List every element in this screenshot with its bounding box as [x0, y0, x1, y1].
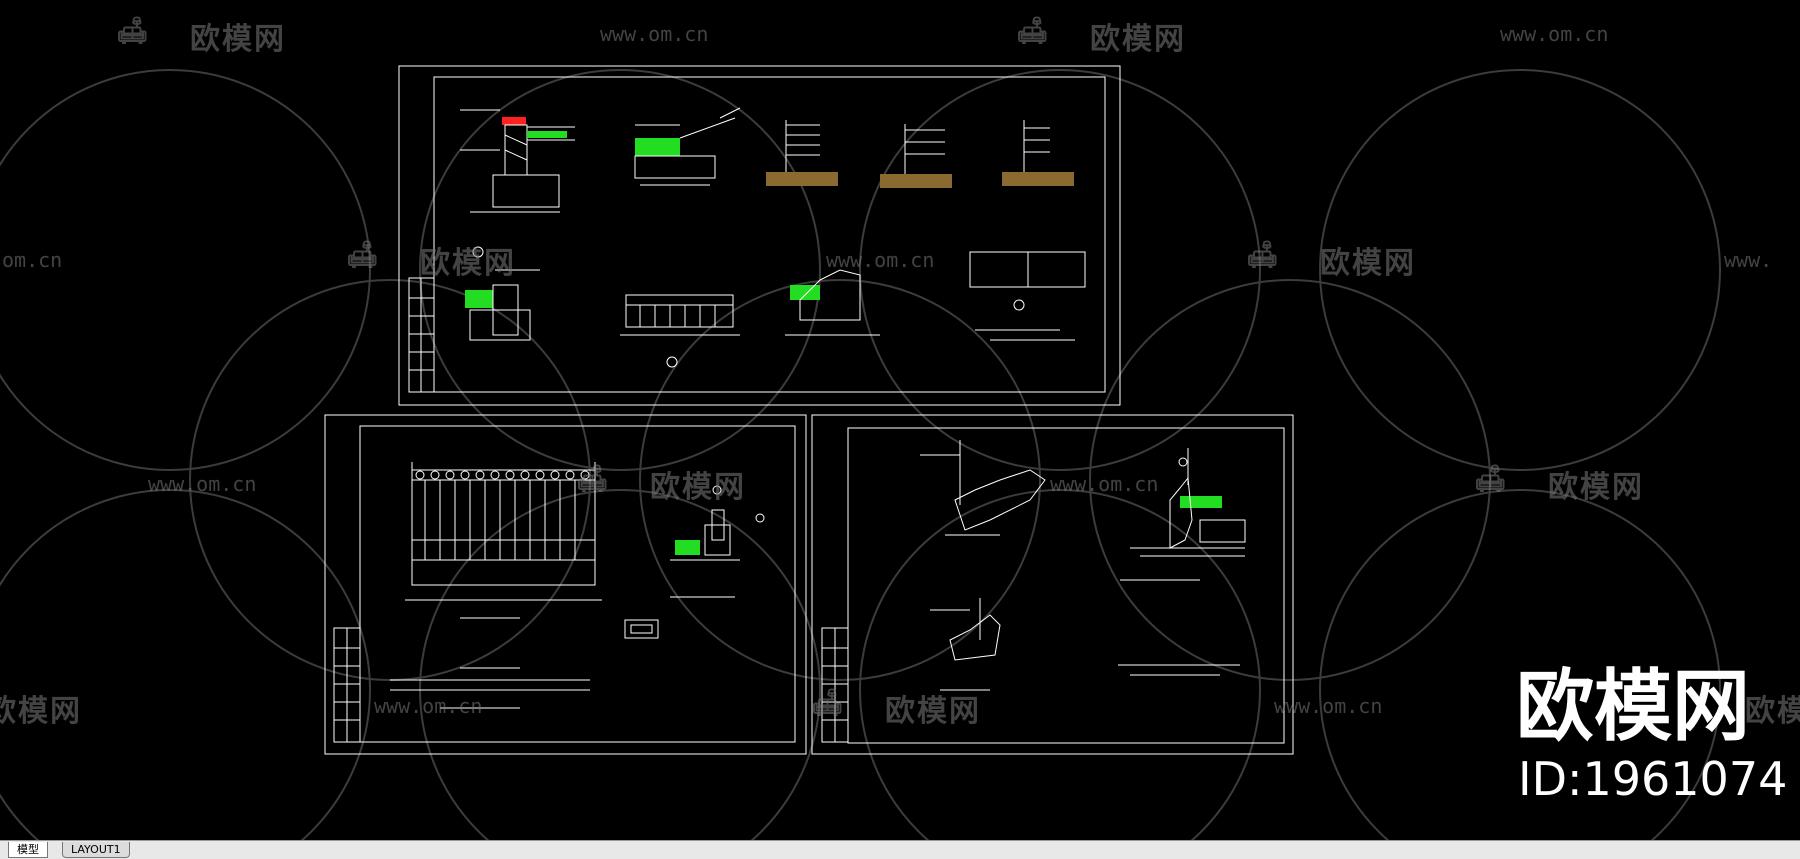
- sofa-logo-icon: 🛋: [811, 688, 847, 718]
- cad-model-space[interactable]: 欧模网 欧模网 欧模网 欧模网 欧模网 欧模网 欧模网 欧模网 欧模网 🛋 🛋 …: [0, 0, 1800, 840]
- fence-plan-detail: [390, 667, 590, 709]
- sofa-logo-icon: 🛋: [346, 240, 382, 270]
- watermark-brand: 欧模网: [650, 470, 746, 505]
- watermark-brand: 欧模网: [1320, 246, 1416, 281]
- drawing-sheet-2[interactable]: [324, 414, 807, 755]
- drawing-sheet-1[interactable]: [398, 65, 1121, 406]
- watermark-brand: 欧模网: [1090, 22, 1186, 57]
- watermark-circles: [0, 69, 1721, 840]
- drawing-sheet-3[interactable]: [811, 414, 1294, 755]
- slope-protection-details: [920, 440, 1046, 691]
- watermark-brand: 欧模网: [420, 246, 516, 281]
- fence-elevation-small: [620, 294, 740, 368]
- sofa-logo-icon: 🛋: [1246, 240, 1282, 270]
- watermark-url: www.om.cn: [826, 248, 935, 272]
- watermark-url: www.om.cn: [1274, 694, 1383, 718]
- sofa-logo-icon: 🛋: [1016, 16, 1052, 46]
- watermark-url: www.om.cn: [600, 22, 709, 46]
- watermark-url: www.: [1724, 248, 1773, 272]
- wall-with-planting-detail: [1118, 448, 1246, 676]
- drawing-canvas: [0, 65, 1721, 840]
- paving-layer-details: [766, 120, 1074, 188]
- watermark-url: www.om.cn: [148, 472, 257, 496]
- slope-section-detail: [634, 107, 741, 186]
- sofa-logo-icon: 🛋: [576, 464, 612, 494]
- watermark-brand: 欧模网: [1548, 470, 1644, 505]
- watermark-brand: 欧模网: [885, 694, 981, 729]
- watermark-brand: 欧模网: [0, 694, 82, 729]
- retaining-wall-detail: [465, 246, 1086, 341]
- watermark-url: www.om.cn: [1050, 472, 1159, 496]
- layout-tab-bar: 模型 LAYOUT1: [0, 840, 1800, 859]
- watermark-url: www.om.cn: [1500, 22, 1609, 46]
- watermark-brand: 欧模网: [190, 22, 286, 57]
- tab-model[interactable]: 模型: [8, 842, 48, 858]
- tab-layout1[interactable]: LAYOUT1: [62, 842, 130, 858]
- watermark-brand: 欧模网: [1745, 694, 1800, 729]
- sofa-logo-icon: 🛋: [1474, 464, 1510, 494]
- watermark-url: om.cn: [2, 248, 63, 272]
- brand-badge-title: 欧模网: [1516, 662, 1751, 752]
- wall-section-detail: [460, 109, 575, 213]
- fence-elevation-large: [405, 462, 602, 619]
- sofa-logo-icon: 🛋: [116, 16, 152, 46]
- model-id-label: ID:1961074: [1518, 752, 1788, 806]
- watermark-url: www.om.cn: [374, 694, 483, 718]
- post-section-detail: [624, 485, 765, 639]
